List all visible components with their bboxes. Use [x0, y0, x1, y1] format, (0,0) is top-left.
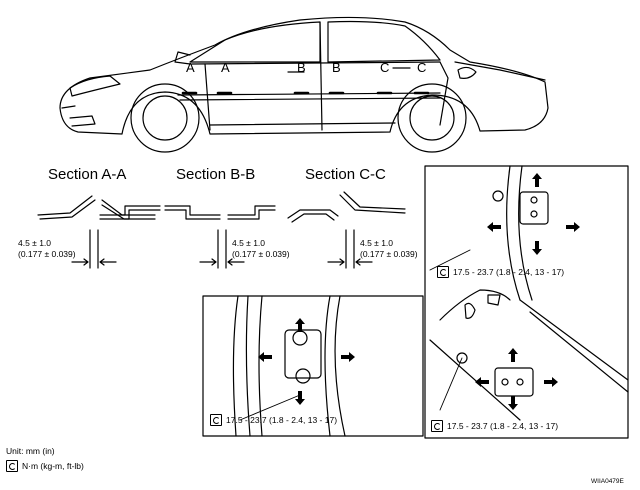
- torque-wrench-icon: [210, 414, 222, 426]
- section-c-c-dimension: 4.5 ± 1.0 (0.177 ± 0.039): [360, 238, 418, 260]
- section-a-a-profile: [37, 195, 156, 269]
- section-b-b-profile: [99, 205, 276, 269]
- front-hinge-torque-spec: 17.5 - 23.7 (1.8 - 2.4, 13 - 17): [226, 415, 338, 425]
- marker-c-2: C: [417, 60, 427, 75]
- front-hinge-frame: [202, 295, 424, 437]
- section-b-b-title: Section B-B: [176, 166, 256, 183]
- figure-code: WIIA0479E: [591, 478, 624, 485]
- dimension-mm: 4.5 ± 1.0: [18, 238, 52, 248]
- rear-upper-torque-spec: 17.5 - 23.7 (1.8 - 2.4, 13 - 17): [453, 267, 565, 277]
- marker-a-2: A: [221, 60, 230, 75]
- marker-a-1: A: [186, 60, 195, 75]
- section-c-c-title: Section C-C: [305, 166, 386, 183]
- front-hinge-detail: [232, 295, 346, 437]
- section-a-a-title: Section A-A: [48, 166, 127, 183]
- marker-b-1: B: [297, 60, 306, 75]
- torque-wrench-icon: [437, 266, 449, 278]
- torque-wrench-icon: [431, 420, 443, 432]
- dimension-mm: 4.5 ± 1.0: [360, 238, 394, 248]
- section-b-b-dimension: 4.5 ± 1.0 (0.177 ± 0.039): [232, 238, 290, 260]
- arrow-icon: [258, 173, 580, 410]
- rear-hinge-frame: [424, 165, 629, 439]
- dimension-in: (0.177 ± 0.039): [18, 249, 76, 259]
- marker-c-1: C: [380, 60, 390, 75]
- unit-legend: Unit: mm (in): [6, 446, 55, 456]
- dimension-in: (0.177 ± 0.039): [360, 249, 418, 259]
- dimension-in: (0.177 ± 0.039): [232, 249, 290, 259]
- section-c-c-profile: [287, 191, 406, 269]
- dimension-arrows: [71, 258, 373, 266]
- marker-b-2: B: [332, 60, 341, 75]
- torque-wrench-icon: [6, 460, 18, 472]
- rear-lower-torque-spec: 17.5 - 23.7 (1.8 - 2.4, 13 - 17): [447, 421, 559, 431]
- section-a-a-dimension: 4.5 ± 1.0 (0.177 ± 0.039): [18, 238, 76, 260]
- vehicle-side-view: [59, 16, 549, 153]
- torque-unit-legend: N·m (kg-m, ft-lb): [22, 461, 84, 471]
- rear-hinge-detail: [239, 165, 629, 421]
- dimension-mm: 4.5 ± 1.0: [232, 238, 266, 248]
